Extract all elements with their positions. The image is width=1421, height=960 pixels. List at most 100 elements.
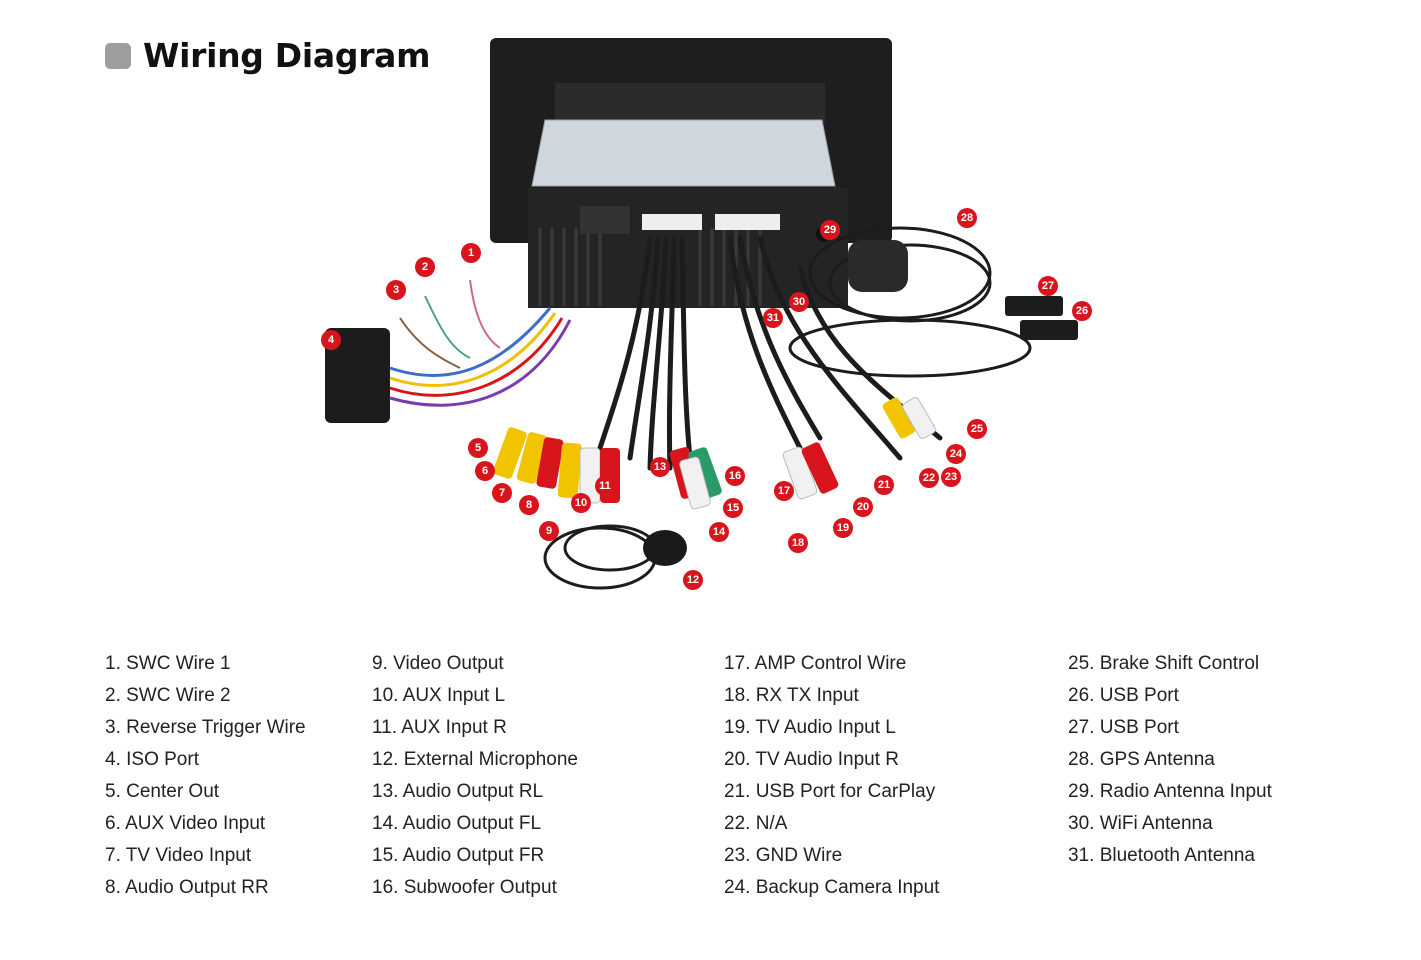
page-header: Wiring Diagram	[105, 36, 431, 75]
badge-28: 28	[957, 208, 977, 228]
svg-text:8: 8	[526, 499, 532, 511]
svg-text:18: 18	[792, 537, 804, 549]
connector-white-2	[715, 214, 780, 230]
svg-text:24: 24	[950, 448, 963, 460]
svg-text:1: 1	[468, 247, 474, 259]
legend-item: 30. WiFi Antenna	[1068, 813, 1213, 834]
legend-column-4: 25. Brake Shift Control 26. USB Port 27.…	[1068, 648, 1272, 872]
legend-item: 20. TV Audio Input R	[724, 749, 899, 770]
swc-wires	[399, 279, 501, 369]
legend-item: 7. TV Video Input	[105, 845, 252, 866]
legend-item: 26. USB Port	[1068, 685, 1179, 706]
connector-white-1	[642, 214, 702, 230]
svg-text:12: 12	[687, 574, 699, 586]
badge-23: 23	[941, 467, 961, 487]
page-title: Wiring Diagram	[143, 36, 431, 75]
chassis-panel	[531, 119, 836, 187]
svg-text:23: 23	[945, 471, 957, 483]
legend-item: 25. Brake Shift Control	[1068, 653, 1260, 674]
svg-text:31: 31	[767, 312, 779, 324]
legend-item: 21. USB Port for CarPlay	[724, 781, 936, 802]
badge-13: 13	[650, 457, 670, 477]
badge-8: 8	[519, 495, 539, 515]
legend-item: 8. Audio Output RR	[105, 877, 269, 898]
legend-item: 11. AUX Input R	[372, 717, 507, 738]
title-square-icon	[105, 42, 131, 69]
badge-20: 20	[853, 497, 873, 517]
badge-14: 14	[709, 522, 729, 542]
svg-text:26: 26	[1076, 305, 1088, 317]
svg-text:16: 16	[729, 470, 741, 482]
svg-text:11: 11	[599, 480, 611, 492]
svg-text:3: 3	[393, 284, 399, 296]
legend-item: 5. Center Out	[105, 781, 220, 802]
legend-item: 4. ISO Port	[105, 749, 199, 770]
badge-7: 7	[492, 483, 512, 503]
svg-text:14: 14	[713, 526, 726, 538]
badge-21: 21	[874, 475, 894, 495]
badge-31: 31	[763, 308, 783, 328]
badge-27: 27	[1038, 276, 1058, 296]
badge-19: 19	[833, 518, 853, 538]
legend-item: 31. Bluetooth Antenna	[1068, 845, 1255, 866]
badge-25: 25	[967, 419, 987, 439]
svg-text:29: 29	[824, 224, 836, 236]
badge-17: 17	[774, 481, 794, 501]
legend-item: 27. USB Port	[1068, 717, 1179, 738]
connector-block	[580, 206, 630, 234]
legend-column-2: 9. Video Output 10. AUX Input L 11. AUX …	[372, 648, 578, 904]
svg-text:25: 25	[971, 423, 983, 435]
badge-29: 29	[820, 220, 840, 240]
badge-15: 15	[723, 498, 743, 518]
cable-bundle	[597, 235, 943, 471]
legend-item: 12. External Microphone	[372, 749, 578, 770]
screen-bracket	[555, 83, 825, 123]
legend-item: 13. Audio Output RL	[372, 781, 544, 802]
svg-text:13: 13	[654, 461, 666, 473]
legend-item: 22. N/A	[724, 813, 788, 834]
legend-item: 9. Video Output	[372, 653, 504, 674]
svg-text:6: 6	[482, 465, 488, 477]
badge-4: 4	[321, 330, 341, 350]
legend-item: 19. TV Audio Input L	[724, 717, 896, 738]
svg-text:28: 28	[961, 212, 973, 224]
svg-text:7: 7	[499, 487, 505, 499]
badge-24: 24	[946, 444, 966, 464]
legend-item: 18. RX TX Input	[724, 685, 859, 706]
badge-18: 18	[788, 533, 808, 553]
gps-antenna	[848, 240, 908, 292]
svg-text:15: 15	[727, 502, 739, 514]
gps-cable	[788, 226, 1032, 378]
iso-wiring	[389, 307, 572, 407]
legend-item: 1. SWC Wire 1	[105, 653, 231, 674]
svg-text:2: 2	[422, 261, 428, 273]
badge-16: 16	[725, 466, 745, 486]
svg-text:27: 27	[1042, 280, 1054, 292]
badge-5: 5	[468, 438, 488, 458]
badge-1: 1	[461, 243, 481, 263]
badge-22: 22	[919, 468, 939, 488]
iso-connector	[325, 328, 390, 423]
usb-plug-1	[1005, 296, 1063, 316]
svg-text:17: 17	[778, 485, 790, 497]
legend-item: 24. Backup Camera Input	[724, 877, 940, 898]
svg-text:9: 9	[546, 525, 552, 537]
wiring-illustration: 1 2 3 4 5 6 7 8 9 10 11 12 13 14 15 16 1…	[321, 38, 1092, 590]
legend-item: 29. Radio Antenna Input	[1068, 781, 1272, 802]
svg-text:19: 19	[837, 522, 849, 534]
legend-column-3: 17. AMP Control Wire 18. RX TX Input 19.…	[724, 648, 939, 904]
usb-plug-2	[1020, 320, 1078, 340]
badge-3: 3	[386, 280, 406, 300]
legend-item: 2. SWC Wire 2	[105, 685, 231, 706]
badge-2: 2	[415, 257, 435, 277]
svg-text:30: 30	[793, 296, 805, 308]
badge-9: 9	[539, 521, 559, 541]
wiring-legend: 1. SWC Wire 1 2. SWC Wire 2 3. Reverse T…	[0, 648, 1421, 908]
badge-30: 30	[789, 292, 809, 312]
svg-text:21: 21	[878, 479, 890, 491]
microphone	[543, 524, 687, 590]
svg-text:5: 5	[475, 442, 481, 454]
legend-item: 3. Reverse Trigger Wire	[105, 717, 306, 738]
legend-item: 28. GPS Antenna	[1068, 749, 1215, 770]
svg-text:4: 4	[328, 334, 335, 346]
